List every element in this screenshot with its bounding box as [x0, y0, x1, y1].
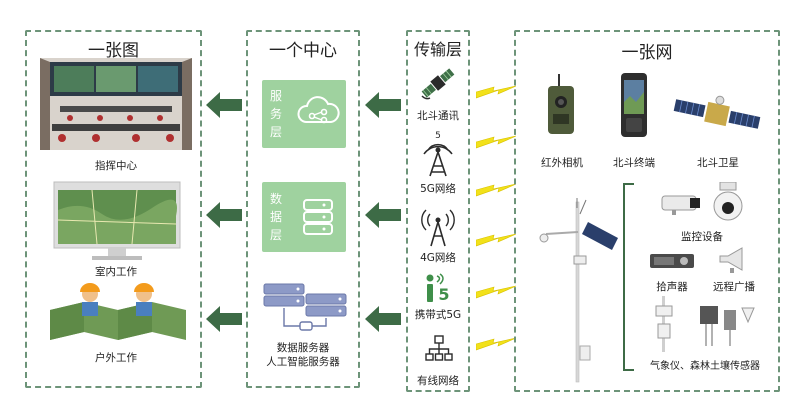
label-5g: 5G网络: [420, 183, 456, 195]
label-remote-broadcast: 远程广播: [713, 281, 755, 293]
left-panel-title: 一张图: [88, 41, 139, 61]
transport-panel-title: 传输层: [413, 40, 462, 59]
soil-sensor-icon: [696, 300, 756, 352]
wired-network-icon: [424, 334, 454, 364]
service-layer-box: 服 务 层: [262, 80, 346, 148]
data-layer-label: 数 据 层: [269, 192, 282, 242]
transport-panel: 传输层: [406, 30, 470, 392]
signal-bolt-icon: [476, 232, 516, 250]
service-layer-label: 服 务 层: [269, 89, 282, 139]
signal-bolt-icon: [476, 84, 516, 102]
cloud-share-icon: [296, 94, 340, 134]
arrow-to-indoor-work: [206, 202, 242, 228]
arrow-to-data-layer: [365, 202, 401, 228]
svg-text:5: 5: [438, 285, 449, 304]
database-icon: [300, 196, 336, 238]
svg-text:5: 5: [435, 131, 441, 141]
label-4g: 4G网络: [420, 252, 456, 264]
label-ai-server: 人工智能服务器: [266, 356, 340, 368]
label-monitoring-device: 监控设备: [681, 231, 723, 243]
infrared-camera-icon: [546, 74, 576, 138]
signal-bolt-icon: [476, 134, 516, 152]
label-outdoor-work: 户外工作: [95, 352, 137, 364]
satellite-icon: [418, 64, 458, 102]
label-beidou-comm: 北斗通讯: [417, 110, 459, 122]
label-indoor-work: 室内工作: [95, 266, 137, 278]
right-panel-title: 一张网: [621, 43, 673, 63]
broadcast-speaker-icon: [716, 244, 748, 274]
label-beidou-terminal: 北斗终端: [613, 157, 655, 169]
servers-icon: [260, 280, 350, 336]
label-wired-network: 有线网络: [417, 375, 459, 387]
label-infrared-camera: 红外相机: [541, 157, 583, 169]
label-command-center: 指挥中心: [95, 160, 137, 172]
signal-bolt-icon: [476, 336, 516, 354]
weather-sensor-icon: [652, 296, 676, 352]
signal-bolt-icon: [476, 182, 516, 200]
4g-tower-icon: [420, 204, 456, 248]
5g-tower-icon: 5: [420, 128, 456, 178]
arrow-to-command-center: [206, 92, 242, 118]
beidou-terminal-icon: [620, 72, 648, 138]
sound-pickup-icon: [648, 250, 696, 272]
data-layer-box: 数 据 层: [262, 182, 346, 252]
label-portable-5g: 携带式5G: [414, 309, 462, 321]
dome-camera-icon: [710, 182, 746, 226]
center-panel-title: 一个中心: [269, 41, 337, 61]
signal-bolt-icon: [476, 284, 516, 302]
label-weather-soil-sensor: 气象仪、森林土壤传感器: [650, 361, 760, 372]
arrow-to-service-layer: [365, 92, 401, 118]
label-data-server: 数据服务器: [276, 342, 330, 354]
command-center-image: [40, 58, 192, 150]
portable-5g-icon: 5: [424, 272, 454, 304]
label-sound-pickup: 拾声器: [656, 281, 688, 293]
indoor-monitor-image: [52, 180, 182, 262]
arrow-to-servers: [365, 306, 401, 332]
outdoor-work-image: [42, 280, 192, 342]
left-panel: 一张图: [25, 30, 202, 388]
device-group-bracket: [622, 182, 636, 372]
label-beidou-satellite: 北斗卫星: [697, 157, 739, 169]
center-panel: 一个中心: [246, 30, 360, 388]
beidou-satellite-icon: [672, 92, 762, 136]
arrow-to-outdoor-work: [206, 306, 242, 332]
right-panel: 一张网: [514, 30, 780, 392]
monitoring-pole-icon: [524, 198, 620, 384]
bullet-camera-icon: [660, 192, 702, 216]
